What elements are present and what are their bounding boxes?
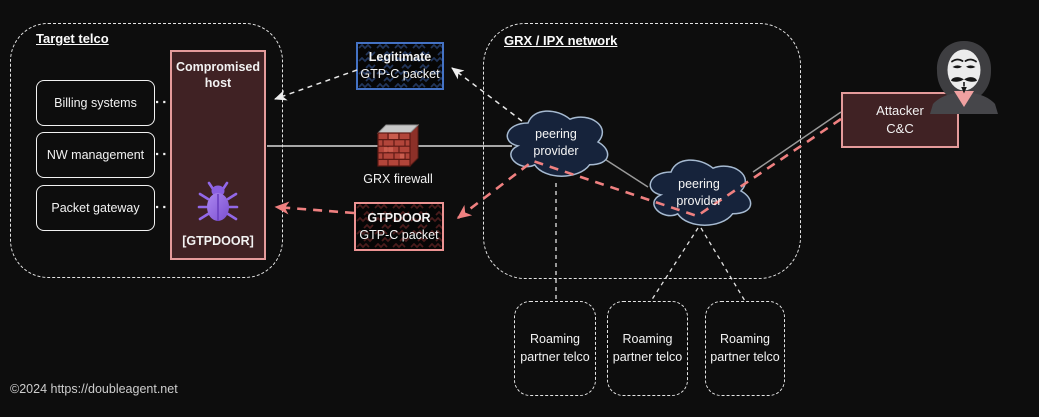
node-gtpdoor-gtpc-packet: GTPDOOR GTP-C packet (354, 202, 444, 251)
peering-provider-2-label: peering provider (676, 177, 722, 208)
node-billing-systems: Billing systems (36, 80, 155, 126)
attacker-label-line1: Attacker (876, 103, 924, 119)
zigzag-pattern-red (356, 204, 442, 249)
node-compromised-host: Compromised host [GTPDOOR] (170, 50, 266, 260)
firewall-icon (372, 120, 424, 170)
copyright-text: ©2024 https://doubleagent.net (10, 382, 178, 396)
attacker-label-line2: C&C (886, 121, 914, 136)
node-nw-management: NW management (36, 132, 155, 178)
legitimate-packet-line2: GTP-C packet (360, 67, 440, 81)
zigzag-pattern-blue (358, 44, 442, 88)
packet-gateway-label: Packet gateway (51, 201, 140, 215)
target-telco-group (10, 23, 283, 278)
nw-management-label: NW management (46, 148, 145, 162)
node-roaming-partner-3: Roaming partner telco (705, 301, 785, 396)
gtpdoor-packet-line1: GTPDOOR (367, 210, 431, 225)
node-legitimate-gtpc-packet: Legitimate GTP-C packet (356, 42, 444, 90)
compromised-host-title: Compromised host (175, 60, 261, 91)
gtpdoor-packet-line2: GTP-C packet (359, 227, 439, 242)
bug-icon (196, 180, 240, 224)
grx-ipx-network-title: GRX / IPX network (504, 33, 618, 48)
legitimate-packet-line1: Legitimate (368, 50, 432, 65)
node-roaming-partner-1: Roaming partner telco (514, 301, 596, 396)
gtpdoor-malware-label: [GTPDOOR] (182, 234, 254, 248)
node-roaming-partner-2: Roaming partner telco (607, 301, 688, 396)
firewall-label: GRX firewall (363, 172, 433, 186)
node-packet-gateway: Packet gateway (36, 185, 155, 231)
billing-systems-label: Billing systems (54, 96, 137, 110)
anonymous-mask-icon (924, 38, 1004, 114)
target-telco-title: Target telco (36, 31, 109, 46)
peering-provider-1-label: peering provider (533, 127, 579, 158)
